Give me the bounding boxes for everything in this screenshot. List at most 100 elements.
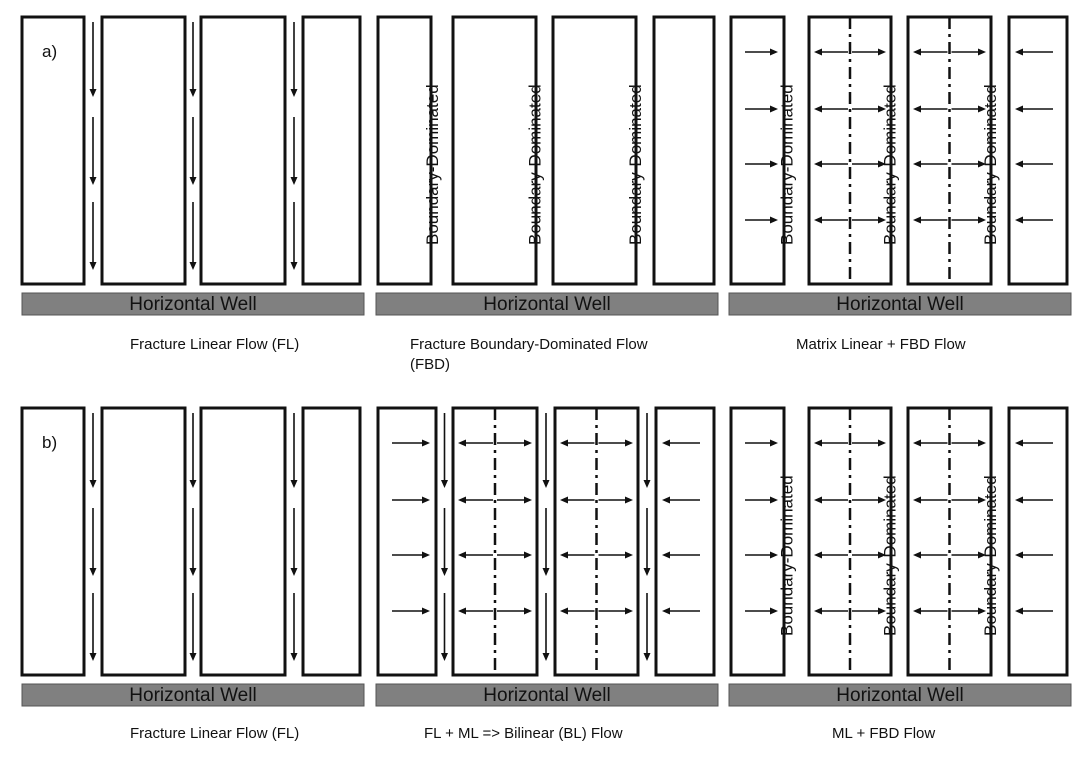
horizontal-well-label: Horizontal Well (129, 685, 256, 706)
boundary-dominated-label: Boundary-Dominated (423, 84, 442, 245)
vertical-flow-arrow-head (643, 480, 651, 488)
horizontal-flow-arrow-head (458, 439, 466, 447)
panel-caption: Fracture Linear Flow (FL) (130, 725, 300, 742)
vertical-flow-arrow-head (89, 262, 97, 270)
horizontal-flow-arrow-head (878, 105, 886, 113)
horizontal-flow-arrow-head (913, 551, 921, 559)
horizontal-flow-arrow-head (913, 105, 921, 113)
vertical-flow-arrow-head (441, 480, 448, 488)
vertical-flow-arrow-head (89, 89, 97, 97)
horizontal-well-label: Horizontal Well (483, 685, 610, 706)
matrix-block (729, 15, 786, 286)
matrix-block (1007, 406, 1069, 677)
horizontal-flow-arrow-head (878, 551, 886, 559)
boundary-dominated-label: Boundary-Dominated (778, 84, 797, 245)
vertical-flow-arrow-head (89, 177, 97, 185)
horizontal-flow-arrow-head (625, 551, 633, 559)
horizontal-flow-arrow-head (814, 496, 822, 504)
horizontal-flow-arrow-head (1015, 105, 1023, 113)
horizontal-flow-arrow-head (770, 216, 778, 224)
horizontal-flow-arrow-head (458, 496, 466, 504)
horizontal-flow-arrow-head (913, 216, 921, 224)
horizontal-flow-arrow-head (524, 439, 532, 447)
vertical-flow-arrow-head (189, 568, 197, 576)
horizontal-flow-arrow-head (560, 496, 568, 504)
horizontal-flow-arrow-head (770, 105, 778, 113)
boundary-dominated-label: Boundary-Dominated (778, 475, 797, 636)
horizontal-flow-arrow-head (878, 48, 886, 56)
horizontal-flow-arrow-head (770, 48, 778, 56)
vertical-flow-arrow-head (189, 89, 197, 97)
horizontal-well-label: Horizontal Well (129, 294, 256, 315)
horizontal-flow-arrow-head (560, 439, 568, 447)
horizontal-flow-arrow-head (524, 551, 532, 559)
matrix-block (199, 406, 287, 677)
horizontal-flow-arrow-head (625, 439, 633, 447)
horizontal-well (375, 683, 719, 707)
boundary-dominated-label: Boundary-Dominated (981, 84, 1000, 245)
vertical-flow-arrow-head (542, 480, 550, 488)
horizontal-well-label: Horizontal Well (836, 294, 963, 315)
horizontal-flow-arrow-head (814, 48, 822, 56)
boundary-dominated-label: Boundary-Dominated (881, 84, 900, 245)
panel-caption: FL + ML => Bilinear (BL) Flow (424, 725, 623, 742)
horizontal-flow-arrow-head (1015, 160, 1023, 168)
matrix-block (20, 15, 86, 286)
panel-caption: Fracture Boundary-Dominated Flow (FBD) (410, 336, 648, 373)
horizontal-flow-arrow-head (878, 439, 886, 447)
horizontal-flow-arrow-head (978, 551, 986, 559)
panel-b-2: Horizontal Well (375, 406, 719, 707)
horizontal-flow-arrow-head (662, 551, 670, 559)
horizontal-flow-arrow-head (978, 216, 986, 224)
horizontal-flow-arrow-head (770, 496, 778, 504)
vertical-flow-arrow-head (290, 568, 298, 576)
horizontal-flow-arrow-head (913, 439, 921, 447)
horizontal-flow-arrow-head (1015, 216, 1023, 224)
horizontal-flow-arrow-head (560, 551, 568, 559)
horizontal-flow-arrow-head (625, 607, 633, 615)
panel-caption: Fracture Linear Flow (FL) (130, 336, 300, 353)
matrix-block (652, 15, 716, 286)
vertical-flow-arrow-head (189, 653, 197, 661)
horizontal-flow-arrow-head (1015, 551, 1023, 559)
matrix-block (729, 406, 786, 677)
vertical-flow-arrow-head (189, 177, 197, 185)
horizontal-flow-arrow-head (913, 496, 921, 504)
matrix-block (551, 15, 638, 286)
horizontal-flow-arrow-head (814, 160, 822, 168)
matrix-block (100, 15, 187, 286)
matrix-block (301, 406, 362, 677)
horizontal-flow-arrow-head (662, 607, 670, 615)
horizontal-flow-arrow-head (913, 160, 921, 168)
horizontal-flow-arrow-head (978, 607, 986, 615)
horizontal-flow-arrow-head (978, 496, 986, 504)
horizontal-flow-arrow-head (878, 216, 886, 224)
vertical-flow-arrow-head (290, 89, 298, 97)
panel-b-1: b)Horizontal Well (20, 406, 365, 707)
matrix-block (376, 15, 433, 286)
horizontal-flow-arrow-head (458, 607, 466, 615)
panel-a-3: Boundary-Dominated Boundary-Dominated Boun… (728, 15, 1072, 316)
vertical-flow-arrow-head (89, 568, 97, 576)
horizontal-flow-arrow-head (662, 496, 670, 504)
matrix-block (301, 15, 362, 286)
horizontal-flow-arrow-head (978, 48, 986, 56)
horizontal-flow-arrow-head (1015, 48, 1023, 56)
horizontal-flow-arrow-head (524, 496, 532, 504)
panel-a-1: a) Horizontal Well (20, 15, 365, 316)
horizontal-flow-arrow-head (458, 551, 466, 559)
horizontal-flow-arrow-head (913, 48, 921, 56)
horizontal-well (21, 683, 365, 707)
horizontal-flow-arrow-head (1015, 607, 1023, 615)
horizontal-well (728, 683, 1072, 707)
vertical-flow-arrow-head (290, 262, 298, 270)
horizontal-flow-arrow-head (978, 439, 986, 447)
horizontal-flow-arrow-head (422, 607, 430, 615)
matrix-block (451, 15, 538, 286)
row-label: a) (42, 42, 57, 61)
vertical-flow-arrow-head (89, 480, 97, 488)
horizontal-flow-arrow-head (770, 607, 778, 615)
horizontal-flow-arrow-head (422, 551, 430, 559)
